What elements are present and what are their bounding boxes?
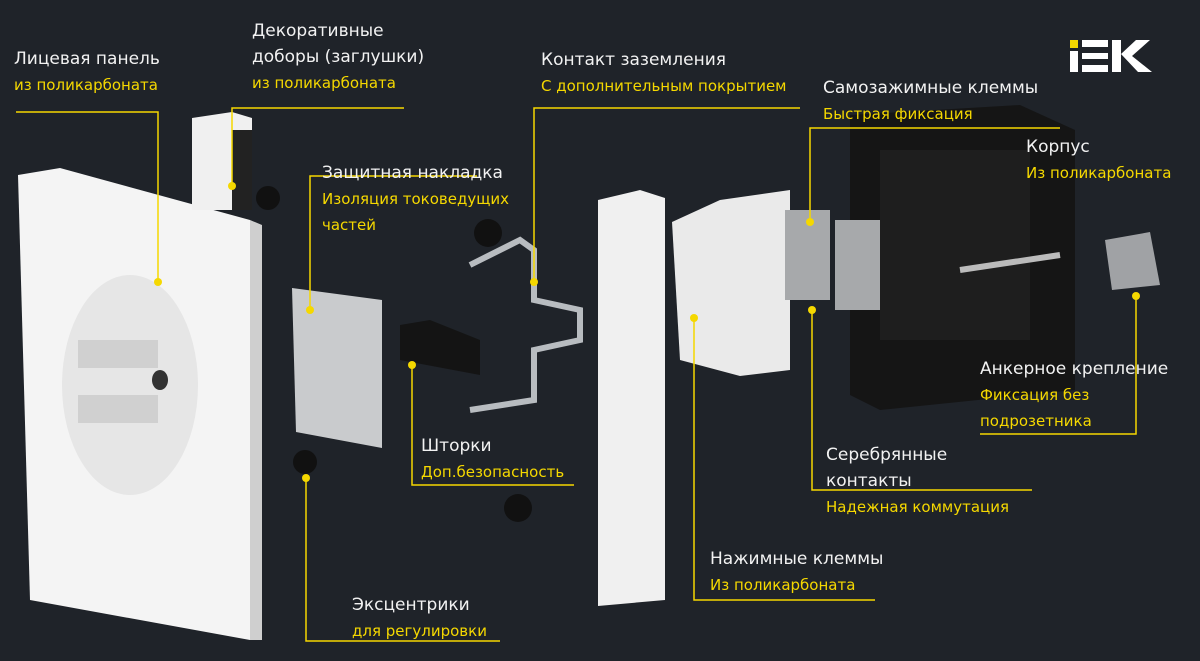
callout-shutters: Шторки Доп.безопасность xyxy=(421,433,564,485)
leader-lines xyxy=(16,107,1137,642)
callout-subtitle: частей xyxy=(322,216,377,234)
callout-subtitle: Фиксация без xyxy=(980,386,1090,404)
leader-dots xyxy=(154,182,1140,482)
callout-title: Шторки xyxy=(421,436,492,456)
callout-title: Серебрянные xyxy=(826,445,948,465)
callout-push-terminals: Нажимные клеммы Из поликарбоната xyxy=(710,546,883,598)
callout-subtitle: подрозетника xyxy=(980,412,1092,430)
callout-title: Анкерное крепление xyxy=(980,359,1169,379)
callout-subtitle: из поликарбоната xyxy=(252,74,396,92)
callout-title: Защитная накладка xyxy=(322,163,503,183)
callout-face-panel: Лицевая панель из поликарбоната xyxy=(14,46,160,98)
self-clamping-terminals xyxy=(785,210,880,310)
callout-silver-contacts: Серебрянные контакты Надежная коммутация xyxy=(826,442,1009,520)
callout-title: контакты xyxy=(826,471,912,491)
housing-interior xyxy=(880,150,1030,340)
callout-title: Лицевая панель xyxy=(14,49,160,69)
callout-eccentrics: Эксцентрики для регулировки xyxy=(352,592,487,644)
face-panel xyxy=(18,168,262,640)
callout-subtitle: Доп.безопасность xyxy=(421,463,565,481)
decorative-plug xyxy=(192,112,252,210)
callout-subtitle: Из поликарбоната xyxy=(1026,164,1172,182)
eccentric-screws xyxy=(256,186,532,522)
callout-subtitle: Быстрая фиксация xyxy=(823,105,973,123)
callout-title: Контакт заземления xyxy=(541,50,726,70)
anchor-mount xyxy=(1105,232,1160,290)
ground-contact xyxy=(468,236,583,413)
callout-housing: Корпус Из поликарбоната xyxy=(1026,134,1171,186)
callout-self-clamping-terminals: Самозажимные клеммы Быстрая фиксация xyxy=(823,75,1038,127)
screw xyxy=(959,252,1061,273)
callout-title: Эксцентрики xyxy=(352,595,470,615)
callout-title: Корпус xyxy=(1026,137,1090,157)
frame xyxy=(598,190,665,606)
callout-protective-cover: Защитная накладка Изоляция токоведущих ч… xyxy=(322,160,509,238)
callout-subtitle: Надежная коммутация xyxy=(826,498,1010,516)
callout-subtitle: из поликарбоната xyxy=(14,76,158,94)
callout-ground-contact: Контакт заземления С дополнительным покр… xyxy=(541,47,787,99)
iek-logo xyxy=(1070,40,1152,72)
callout-subtitle: С дополнительным покрытием xyxy=(541,77,787,95)
callout-subtitle: Из поликарбоната xyxy=(710,576,856,594)
push-terminals xyxy=(672,190,790,376)
callout-title: Самозажимные клеммы xyxy=(823,78,1039,98)
callout-title: Нажимные клеммы xyxy=(710,549,884,569)
callout-anchor-mount: Анкерное крепление Фиксация без подрозет… xyxy=(980,356,1168,434)
callout-decorative-plugs: Декоративные доборы (заглушки) из полика… xyxy=(252,18,424,96)
callout-subtitle: для регулировки xyxy=(352,622,487,640)
callout-title: доборы (заглушки) xyxy=(252,47,425,67)
protective-cover xyxy=(292,288,382,448)
shutters xyxy=(400,320,480,375)
callout-title: Декоративные xyxy=(252,21,384,41)
callout-subtitle: Изоляция токоведущих xyxy=(322,190,509,208)
